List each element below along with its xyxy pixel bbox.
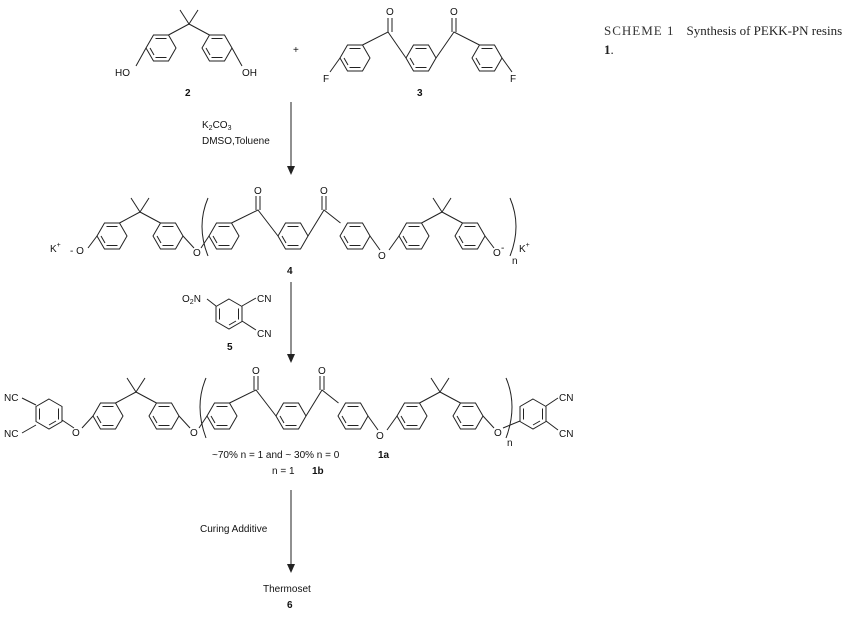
compound-6: Thermoset 6 <box>263 584 311 611</box>
compound-number-5: 5 <box>227 342 233 353</box>
note-1a-text: ~70% n = 1 and ~ 30% n = 0 <box>212 450 340 461</box>
product-composition-note: ~70% n = 1 and ~ 30% n = 0 1a n = 1 1b <box>212 450 390 477</box>
svg-text:O: O <box>252 366 260 377</box>
svg-text:K+: K+ <box>50 242 61 255</box>
plus-sign: + <box>293 45 299 56</box>
hydroxyl-label-right: OH <box>242 68 257 79</box>
caption-compound: 1 <box>604 42 611 57</box>
compound-5-structure: O2N CN CN 5 <box>182 294 271 353</box>
svg-text:CN: CN <box>257 329 271 340</box>
reaction-arrow-3: Curing Additive <box>200 490 295 573</box>
caption-text: Synthesis of PEKK-PN resins <box>686 23 843 38</box>
svg-text:CN: CN <box>257 294 271 305</box>
reagent-solvents: DMSO,Toluene <box>202 136 270 147</box>
svg-text:O: O <box>190 428 198 439</box>
svg-text:O: O <box>254 186 262 197</box>
note-1a-label: 1a <box>378 450 390 461</box>
svg-text:O: O <box>493 248 501 259</box>
carbonyl-o-left: O <box>386 7 394 18</box>
thermoset-label: Thermoset <box>263 584 311 595</box>
reaction-arrow-2 <box>287 282 295 363</box>
compound-4-structure: K+ - O O O O O O - n K+ 4 <box>50 186 530 277</box>
phenoxide-left: - O <box>70 246 84 257</box>
reaction-arrow-1: K2CO3 DMSO,Toluene <box>202 102 295 175</box>
svg-text:O: O <box>494 428 502 439</box>
compound-1-structure: NC NC O O O O O O <box>4 366 573 449</box>
compound-2-structure: HO OH 2 <box>115 9 257 99</box>
svg-text:n: n <box>512 256 518 267</box>
svg-text:O: O <box>320 186 328 197</box>
svg-text:O: O <box>378 251 386 262</box>
fluoro-label-right: F <box>510 74 516 85</box>
svg-text:CN: CN <box>559 429 573 440</box>
svg-text:K+: K+ <box>519 242 530 255</box>
svg-text:O: O <box>72 428 80 439</box>
compound-number-2: 2 <box>185 88 191 99</box>
svg-text:-: - <box>501 243 504 254</box>
compound-number-6: 6 <box>287 600 293 611</box>
svg-text:O: O <box>193 248 201 259</box>
svg-text:K2CO3: K2CO3 <box>202 120 232 132</box>
carbonyl-o-right: O <box>450 7 458 18</box>
hydroxyl-label-left: HO <box>115 68 130 79</box>
compound-number-3: 3 <box>417 88 423 99</box>
reagent-k: K <box>202 120 209 131</box>
svg-text:CN: CN <box>559 393 573 404</box>
note-1b-text: n = 1 <box>272 466 295 477</box>
svg-text:O: O <box>318 366 326 377</box>
compound-number-4: 4 <box>287 266 293 277</box>
caption-label: SCHEME 1 <box>604 23 675 38</box>
svg-text:NC: NC <box>4 429 18 440</box>
svg-text:NC: NC <box>4 393 18 404</box>
svg-text:n: n <box>507 438 513 449</box>
svg-text:O: O <box>376 431 384 442</box>
compound-3-structure: O O F F 3 <box>323 7 516 99</box>
svg-text:O2N: O2N <box>182 294 201 306</box>
reagent-curing-additive: Curing Additive <box>200 524 268 535</box>
note-1b-label: 1b <box>312 466 324 477</box>
fluoro-label-left: F <box>323 74 329 85</box>
